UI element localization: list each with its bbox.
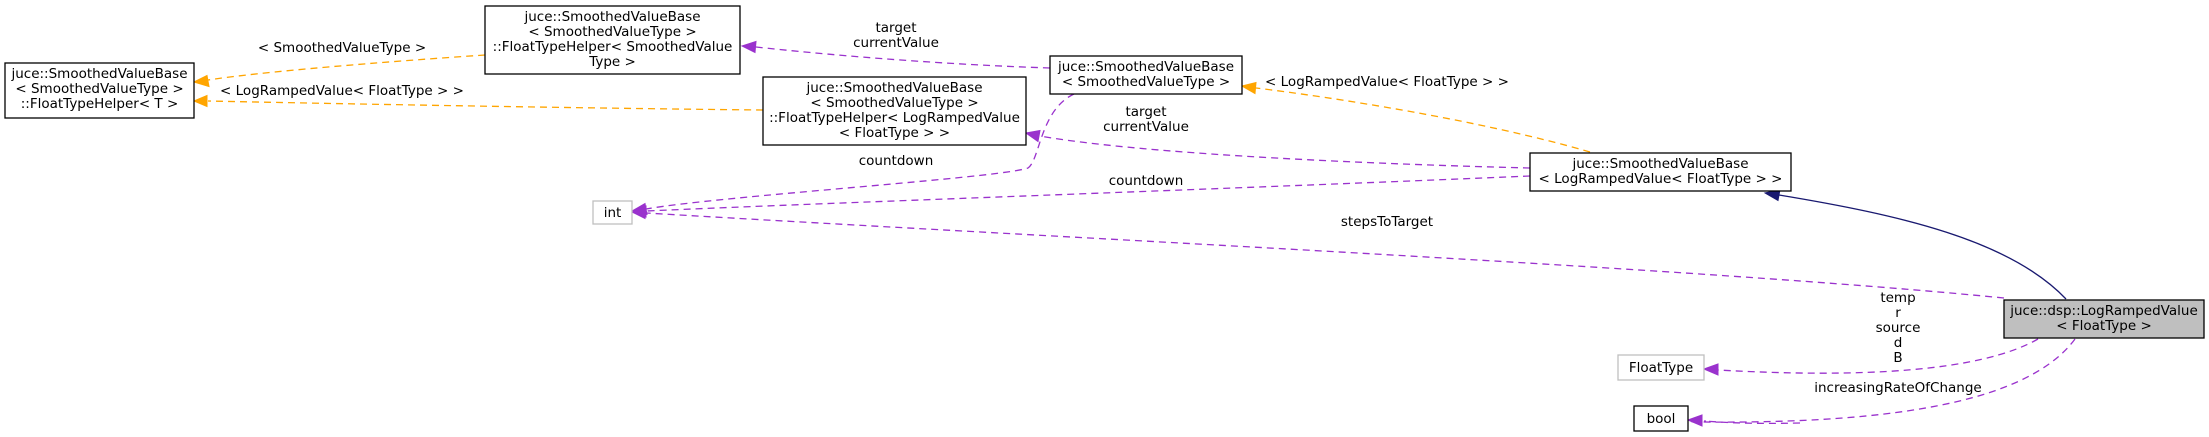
edge-label-countdown-log: countdown <box>1109 173 1184 189</box>
node-helper-smoothed-line-4: Type > <box>588 54 636 70</box>
edge-root-to-floattype <box>1702 338 2039 376</box>
edge-label-source: source <box>1876 320 1921 336</box>
edge-root-inherits-base-log <box>1763 188 2067 300</box>
edge-label-countdown-generic: countdown <box>859 153 934 169</box>
node-base-log-line-1: juce::SmoothedValueBase <box>1571 156 1748 172</box>
edge-label-currentvalue-mid: currentValue <box>1103 119 1189 135</box>
node-helper-log-line-4: < FloatType > > <box>839 125 950 141</box>
edge-label-steps-to-target: stepsToTarget <box>1341 214 1433 230</box>
node-helper-smoothed-line-3: ::FloatTypeHelper< SmoothedValue <box>493 39 733 55</box>
node-helper-log[interactable]: juce::SmoothedValueBase < SmoothedValueT… <box>762 76 1027 146</box>
edge-label-target-top: target <box>875 20 916 36</box>
node-floattype[interactable]: FloatType <box>1617 354 1705 381</box>
edge-base-log-to-int <box>630 175 1531 218</box>
node-helper-smoothed[interactable]: juce::SmoothedValueBase < SmoothedValueT… <box>484 5 741 75</box>
node-helper-t-line-3: ::FloatTypeHelper< T > <box>21 96 179 112</box>
edge-label-base-log-template: < LogRampedValue< FloatType > > <box>1265 74 1509 90</box>
node-helper-smoothed-line-2: < SmoothedValueType > <box>528 24 696 40</box>
node-bool[interactable]: bool <box>1633 405 1689 432</box>
edge-base-log-to-base-generic <box>1240 81 1591 153</box>
edge-label-smoothed-valuetype: < SmoothedValueType > <box>258 40 426 56</box>
edge-label-target-mid: target <box>1125 104 1166 120</box>
edge-root-to-int <box>630 206 2005 299</box>
edge-label-b: B <box>1893 350 1902 366</box>
node-base-generic[interactable]: juce::SmoothedValueBase < SmoothedValueT… <box>1049 55 1243 95</box>
node-helper-log-line-2: < SmoothedValueType > <box>810 95 978 111</box>
node-base-log-line-2: < LogRampedValue< FloatType > > <box>1539 171 1783 187</box>
edge-label-temp: temp <box>1880 290 1915 306</box>
node-floattype-label: FloatType <box>1629 360 1693 376</box>
edge-label-r: r <box>1895 305 1901 321</box>
node-helper-t[interactable]: juce::SmoothedValueBase < SmoothedValueT… <box>4 62 195 119</box>
node-int[interactable]: int <box>592 200 633 225</box>
edge-base-log-to-helper-log <box>1024 129 1531 169</box>
node-helper-t-line-1: juce::SmoothedValueBase <box>10 66 187 82</box>
edge-helper-log-to-helper-t <box>192 94 764 111</box>
edge-label-currentvalue-top: currentValue <box>853 35 939 51</box>
edge-base-generic-to-helper-smoothed <box>740 40 1051 69</box>
node-helper-t-line-2: < SmoothedValueType > <box>15 81 183 97</box>
edge-helper-smoothed-to-helper-t <box>192 54 486 88</box>
node-base-log[interactable]: juce::SmoothedValueBase < LogRampedValue… <box>1529 152 1792 192</box>
edge-label-increasing-rate: increasingRateOfChange <box>1814 380 1982 396</box>
node-root-line-1: juce::dsp::LogRampedValue <box>2009 303 2198 319</box>
node-int-label: int <box>604 205 622 221</box>
node-base-generic-line-2: < SmoothedValueType > <box>1062 74 1230 90</box>
node-helper-log-line-3: ::FloatTypeHelper< LogRampedValue <box>769 110 1020 126</box>
node-root-line-2: < FloatType > <box>2056 318 2152 334</box>
node-helper-smoothed-line-1: juce::SmoothedValueBase <box>523 9 700 25</box>
node-helper-log-line-1: juce::SmoothedValueBase <box>805 80 982 96</box>
node-bool-label: bool <box>1647 411 1676 427</box>
node-root[interactable]: juce::dsp::LogRampedValue < FloatType > <box>2003 299 2205 339</box>
edge-label-d: d <box>1894 335 1903 351</box>
node-base-generic-line-1: juce::SmoothedValueBase <box>1057 59 1234 75</box>
edge-label-log-ramped-template: < LogRampedValue< FloatType > > <box>220 83 464 99</box>
